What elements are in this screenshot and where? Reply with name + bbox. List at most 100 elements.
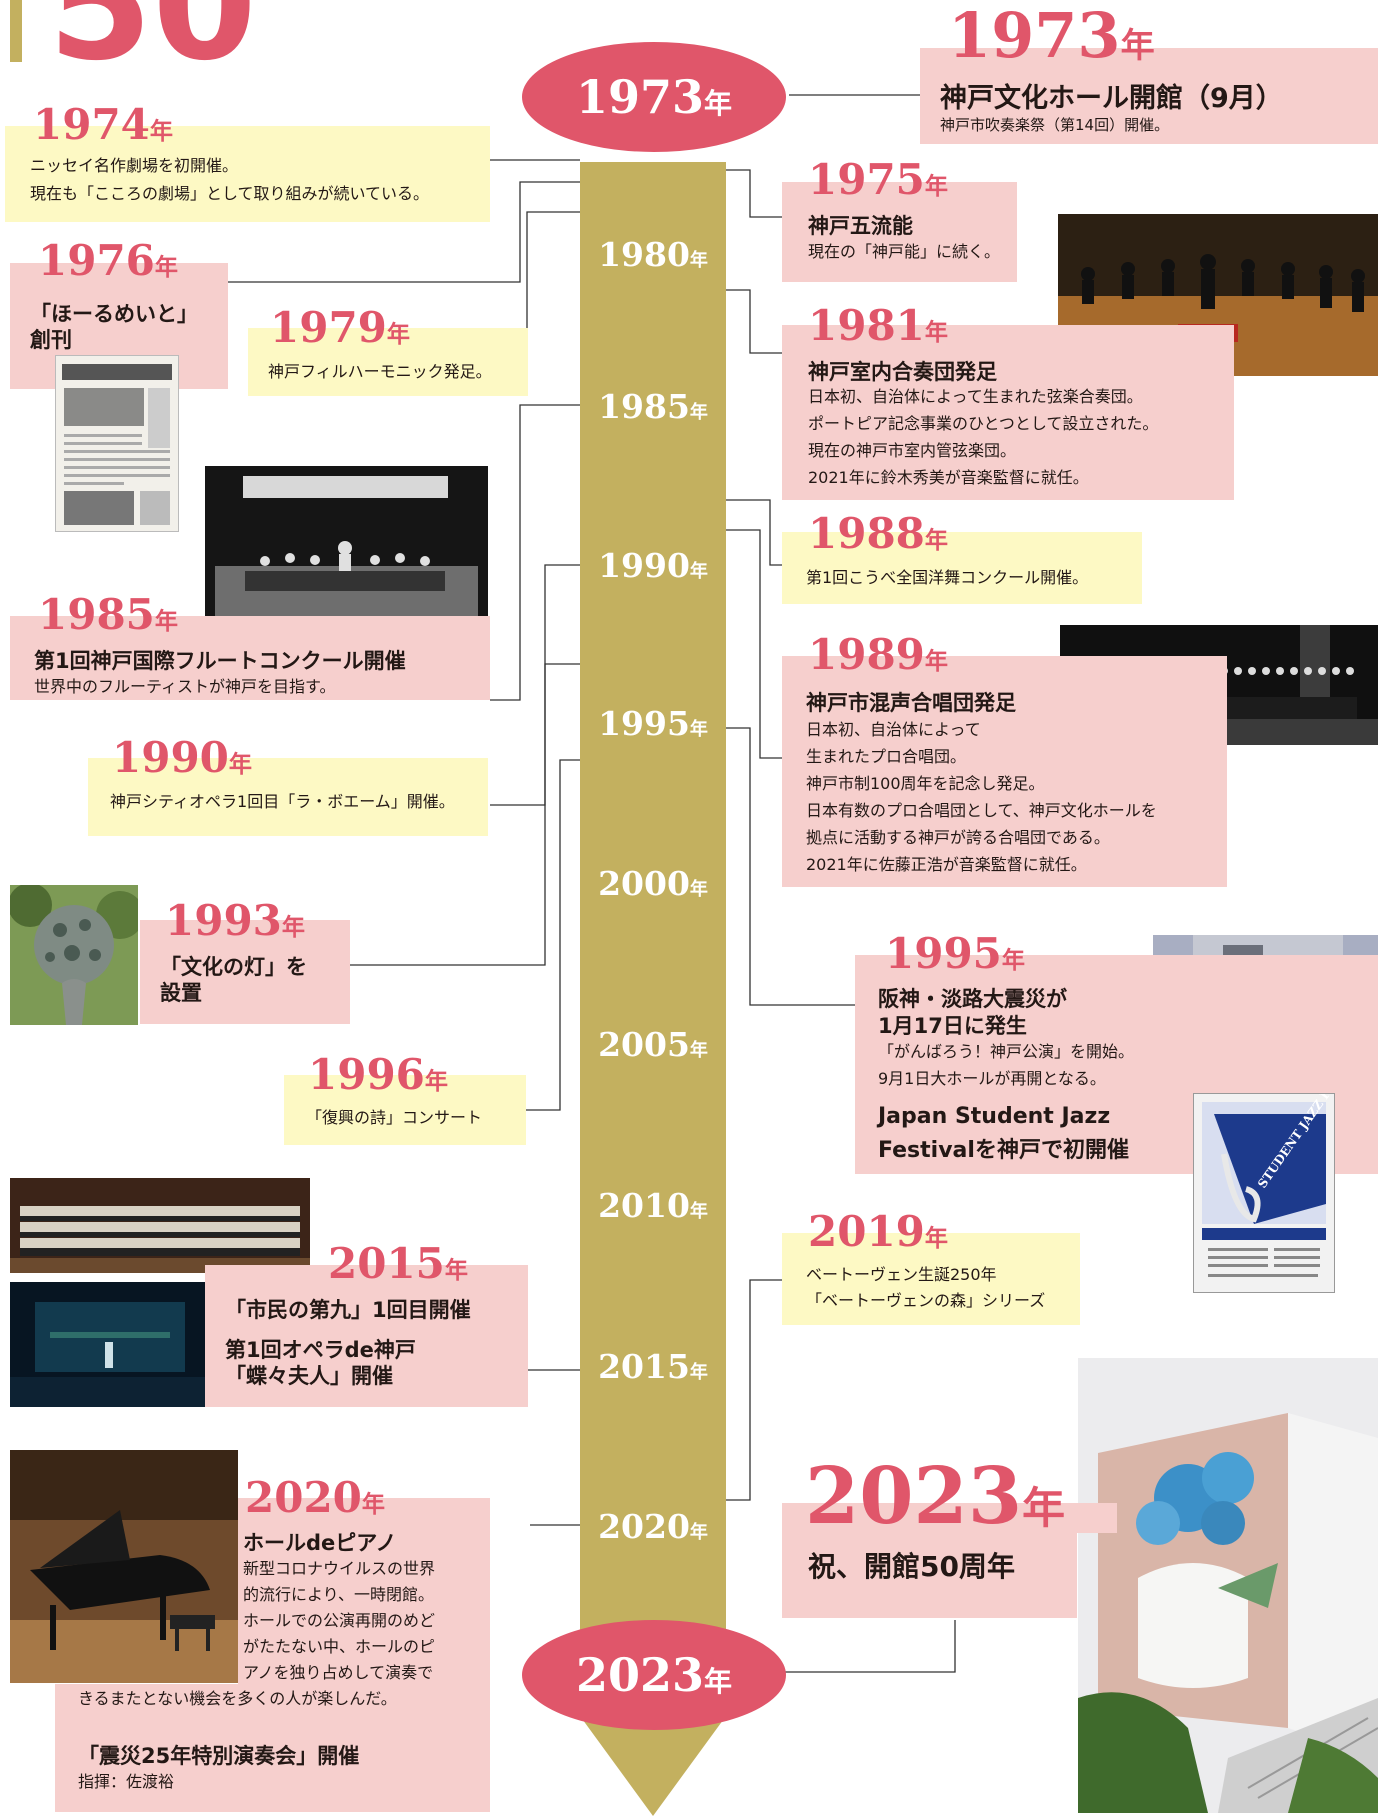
hall-mate-newsletter-image (55, 355, 179, 532)
citizens-ninth-choir-photo (10, 1178, 310, 1273)
tick-2000: 2000年 (598, 864, 708, 903)
event-2020-title: ホールdeピアノ (243, 1531, 397, 1555)
event-1993-title-1: 「文化の灯」を (160, 955, 307, 979)
event-1993-box (140, 920, 350, 1024)
event-1993-title-2: 設置 (160, 981, 202, 1005)
event-2020-line-3: ホールでの公演再開のめど (243, 1611, 436, 1630)
event-2015-title-1: 「市民の第九」1回目開催 (225, 1298, 471, 1322)
event-1979-text: 神戸フィルハーモニック発足。 (268, 362, 492, 381)
timeline-arrow (580, 1716, 726, 1816)
light-of-culture-monument-photo (10, 885, 138, 1025)
event-2020-line-2: 的流行により、一時閉館。 (243, 1585, 435, 1604)
event-1981-line-4: 2021年に鈴木秀美が音楽監督に就任。 (808, 468, 1089, 487)
event-1974-box (5, 126, 490, 222)
event-1974-year: 1974年 (33, 100, 173, 149)
event-1988-text: 第1回こうべ全国洋舞コンクール開催。 (806, 568, 1089, 587)
flute-competition-photo (205, 466, 488, 636)
event-1990-year: 1990年 (112, 733, 252, 782)
event-1989-line-6: 2021年に佐藤正浩が音楽監督に就任。 (806, 855, 1087, 874)
event-1973-title: 神戸文化ホール開館（9月） (940, 83, 1283, 114)
timeline-start-oval: 1973年 (522, 42, 786, 152)
event-1993-year: 1993年 (165, 896, 305, 945)
event-1975-text: 現在の「神戸能」に続く。 (808, 242, 1001, 261)
event-1981-title: 神戸室内合奏団発足 (808, 360, 997, 384)
event-1975-title: 神戸五流能 (808, 214, 913, 238)
event-2015-box (205, 1265, 528, 1407)
tick-2015: 2015年 (598, 1347, 708, 1386)
event-1989-line-4: 日本有数のプロ合唱団として、神戸文化ホールを (806, 801, 1157, 820)
header-bar (10, 0, 22, 62)
event-1974-line-1: ニッセイ名作劇場を初開催。 (30, 156, 239, 175)
event-1996-text: 「復興の詩」コンサート (306, 1108, 483, 1127)
event-1996-year: 1996年 (308, 1050, 448, 1099)
event-1985-box (10, 616, 490, 700)
event-2020-line-1: 新型コロナウイルスの世界 (243, 1559, 436, 1578)
event-1995-title-1: 阪神・淡路大震災が (878, 987, 1067, 1011)
event-1973-year: 1973年 (948, 0, 1155, 72)
event-2019-line-1: ベートーヴェン生誕250年 (806, 1265, 997, 1284)
jazz-festival-poster: STUDENT JAZZ FESTIVAL (1193, 1093, 1335, 1293)
event-2020-box-bottom (55, 1684, 490, 1812)
event-2020-line-6: きるまたとない機会を多くの人が楽しんだ。 (78, 1689, 397, 1708)
event-1981-year: 1981年 (808, 301, 948, 350)
event-2015-title-2: 第1回オペラde神戸 (225, 1338, 416, 1362)
event-1989-line-2: 生まれたプロ合唱団。 (806, 747, 967, 766)
event-1989-title: 神戸市混声合唱団発足 (806, 691, 1016, 715)
event-2020-box (238, 1498, 490, 1718)
event-1985-title: 第1回神戸国際フルートコンクール開催 (34, 649, 406, 673)
event-1995-title-2: 1月17日に発生 (878, 1014, 1027, 1038)
tick-1990: 1990年 (598, 546, 708, 585)
event-1974-line-2: 現在も「こころの劇場」として取り組みが続いている。 (30, 184, 430, 203)
timeline-end-oval: 2023年 (522, 1620, 786, 1730)
event-1995-subtitle-1: Japan Student Jazz (878, 1104, 1111, 1129)
event-2019-year: 2019年 (808, 1207, 948, 1256)
event-1976-title-2: 創刊 (30, 328, 72, 352)
event-1990-box (88, 758, 488, 836)
event-2019-box (782, 1233, 1080, 1325)
hall-piano-photo (10, 1450, 238, 1683)
event-1995-year: 1995年 (885, 929, 1025, 978)
event-1981-box (782, 325, 1234, 500)
event-2015-year: 2015年 (328, 1239, 468, 1288)
event-1985-year: 1985年 (38, 590, 178, 639)
tick-1985: 1985年 (598, 387, 708, 426)
event-1976-title-1: 「ほーるめいと」 (30, 302, 198, 326)
event-1996-box (284, 1075, 526, 1145)
event-2023-title: 祝、開館50周年 (808, 1550, 1015, 1583)
tick-1980: 1980年 (598, 235, 708, 274)
event-1981-line-2: ポートピア記念事業のひとつとして設立された。 (808, 414, 1159, 433)
event-2020-line-5: アノを独り占めして演奏で (243, 1663, 434, 1682)
tick-2020: 2020年 (598, 1507, 708, 1546)
event-1989-line-1: 日本初、自治体によって (806, 720, 981, 739)
event-2023-box-ext (1077, 1503, 1117, 1533)
event-1981-line-3: 現在の神戸市室内管弦楽団。 (808, 441, 1017, 460)
event-1989-year: 1989年 (808, 630, 948, 679)
event-1989-box (782, 656, 1227, 887)
event-1995-line-1: 「がんばろう！神戸公演」を開始。 (878, 1042, 1135, 1061)
event-1990-text: 神戸シティオペラ1回目「ラ・ボエーム」開催。 (110, 792, 455, 811)
event-1995-subtitle-2: Festivalを神戸で初開催 (878, 1138, 1129, 1163)
timeline-spine (580, 162, 726, 1717)
event-1985-text: 世界中のフルーティストが神戸を目指す。 (34, 677, 336, 696)
event-2023-year: 2023年 (805, 1451, 1065, 1542)
tick-2010: 2010年 (598, 1186, 708, 1225)
tick-2005: 2005年 (598, 1025, 708, 1064)
event-1988-year: 1988年 (808, 509, 948, 558)
event-2019-line-2: 「ベートーヴェンの森」シリーズ (806, 1291, 1046, 1310)
event-1988-box (782, 532, 1142, 604)
event-1989-line-5: 拠点に活動する神戸が誇る合唱団である。 (806, 828, 1110, 847)
event-2020-year: 2020年 (245, 1473, 385, 1522)
event-1981-line-1: 日本初、自治体によって生まれた弦楽合奏団。 (808, 387, 1143, 406)
event-1973-text: 神戸市吹奏楽祭（第14回）開催。 (940, 116, 1170, 134)
event-1979-year: 1979年 (270, 303, 410, 352)
event-1975-box (782, 182, 1017, 282)
opera-madama-butterfly-photo (10, 1282, 205, 1407)
event-2023-box (782, 1503, 1077, 1618)
event-1989-line-3: 神戸市制100周年を記念し発足。 (806, 774, 1045, 793)
event-2020-line-4: がたたない中、ホールのピ (243, 1637, 436, 1656)
event-1973-box (920, 48, 1378, 144)
header-big-number: 50 (48, 0, 257, 94)
kobe-bunka-hall-building-photo (1078, 1358, 1378, 1813)
event-1975-year: 1975年 (808, 155, 948, 204)
